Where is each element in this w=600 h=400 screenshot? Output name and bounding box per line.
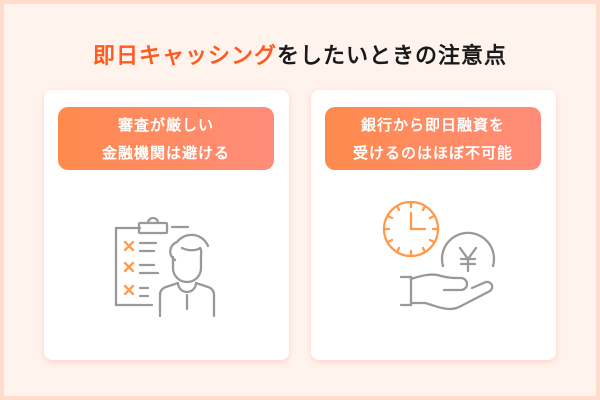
yen-coin-hand-icon bbox=[399, 231, 496, 311]
clock-yen-hand-icon bbox=[382, 200, 496, 311]
card-heading: 審査が厳しい金融機関は避ける bbox=[58, 107, 274, 170]
card-heading-line: 受けるのはほぼ不可能 bbox=[352, 144, 513, 162]
clipboard-person-icon bbox=[114, 216, 216, 318]
card-heading-line: 審査が厳しい bbox=[117, 116, 214, 134]
page-title: 即日キャッシングをしたいときの注意点 bbox=[0, 38, 600, 70]
card-heading-line: 銀行から即日融資を bbox=[360, 116, 505, 134]
card-bank-same-day: 銀行から即日融資を受けるのはほぼ不可能 bbox=[311, 90, 556, 360]
card-heading-line: 金融機関は避ける bbox=[101, 144, 230, 162]
title-highlight: 即日キャッシング bbox=[92, 44, 277, 69]
card-strict-screening: 審査が厳しい金融機関は避ける bbox=[44, 90, 289, 360]
clock-icon bbox=[382, 200, 440, 258]
card-heading: 銀行から即日融資を受けるのはほぼ不可能 bbox=[325, 107, 541, 170]
title-rest: をしたいときの注意点 bbox=[277, 44, 508, 69]
